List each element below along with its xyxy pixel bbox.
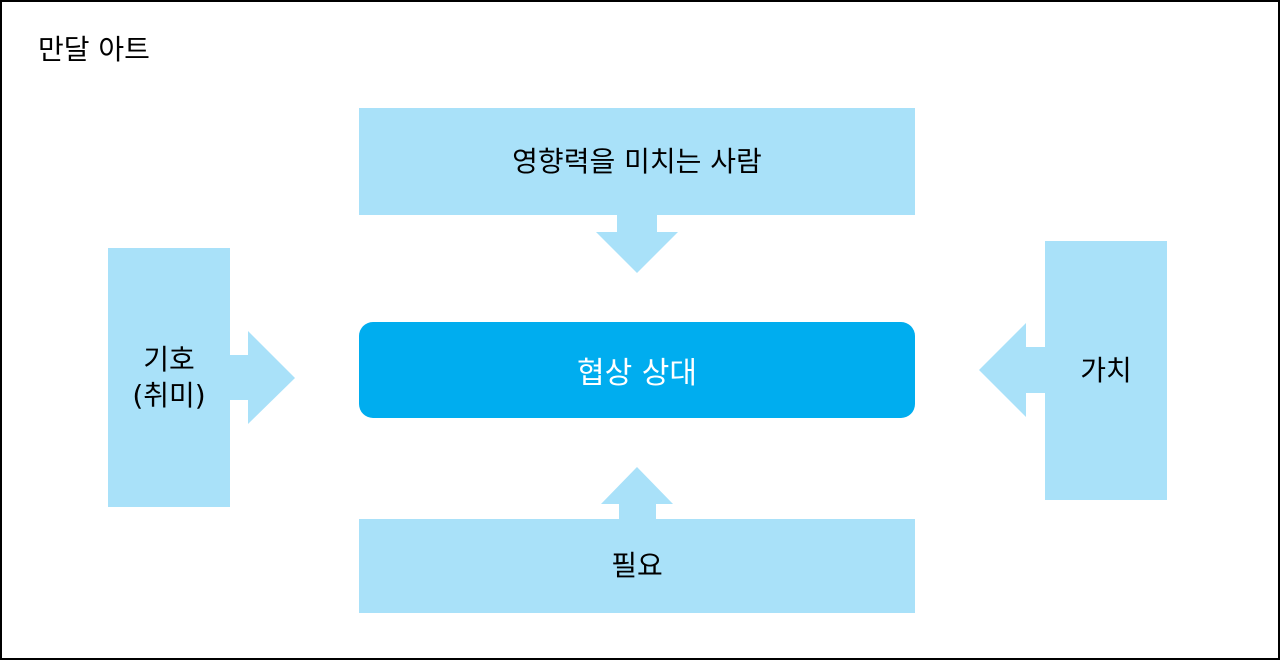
left-box-preference: 기호 (취미)	[108, 248, 230, 507]
up-arrow-icon	[601, 467, 673, 519]
down-arrow-icon	[596, 215, 678, 273]
bottom-box-label: 필요	[611, 549, 663, 582]
top-box-label: 영향력을 미치는 사람	[512, 144, 762, 178]
center-box-counterpart: 협상 상대	[359, 322, 915, 418]
left-arrow-icon	[979, 323, 1045, 417]
right-box-label: 가치	[1080, 353, 1132, 387]
right-arrow-icon	[230, 331, 295, 424]
bottom-box-needs: 필요	[359, 519, 915, 613]
center-box-label: 협상 상대	[577, 356, 697, 391]
left-box-label-line2: (취미)	[132, 378, 206, 412]
left-box-label-line1: 기호	[143, 342, 195, 376]
left-box-label: 기호 (취미)	[132, 342, 205, 414]
diagram-title: 만달 아트	[38, 33, 150, 66]
right-box-values: 가치	[1045, 241, 1167, 500]
top-box-influencer: 영향력을 미치는 사람	[359, 108, 915, 215]
